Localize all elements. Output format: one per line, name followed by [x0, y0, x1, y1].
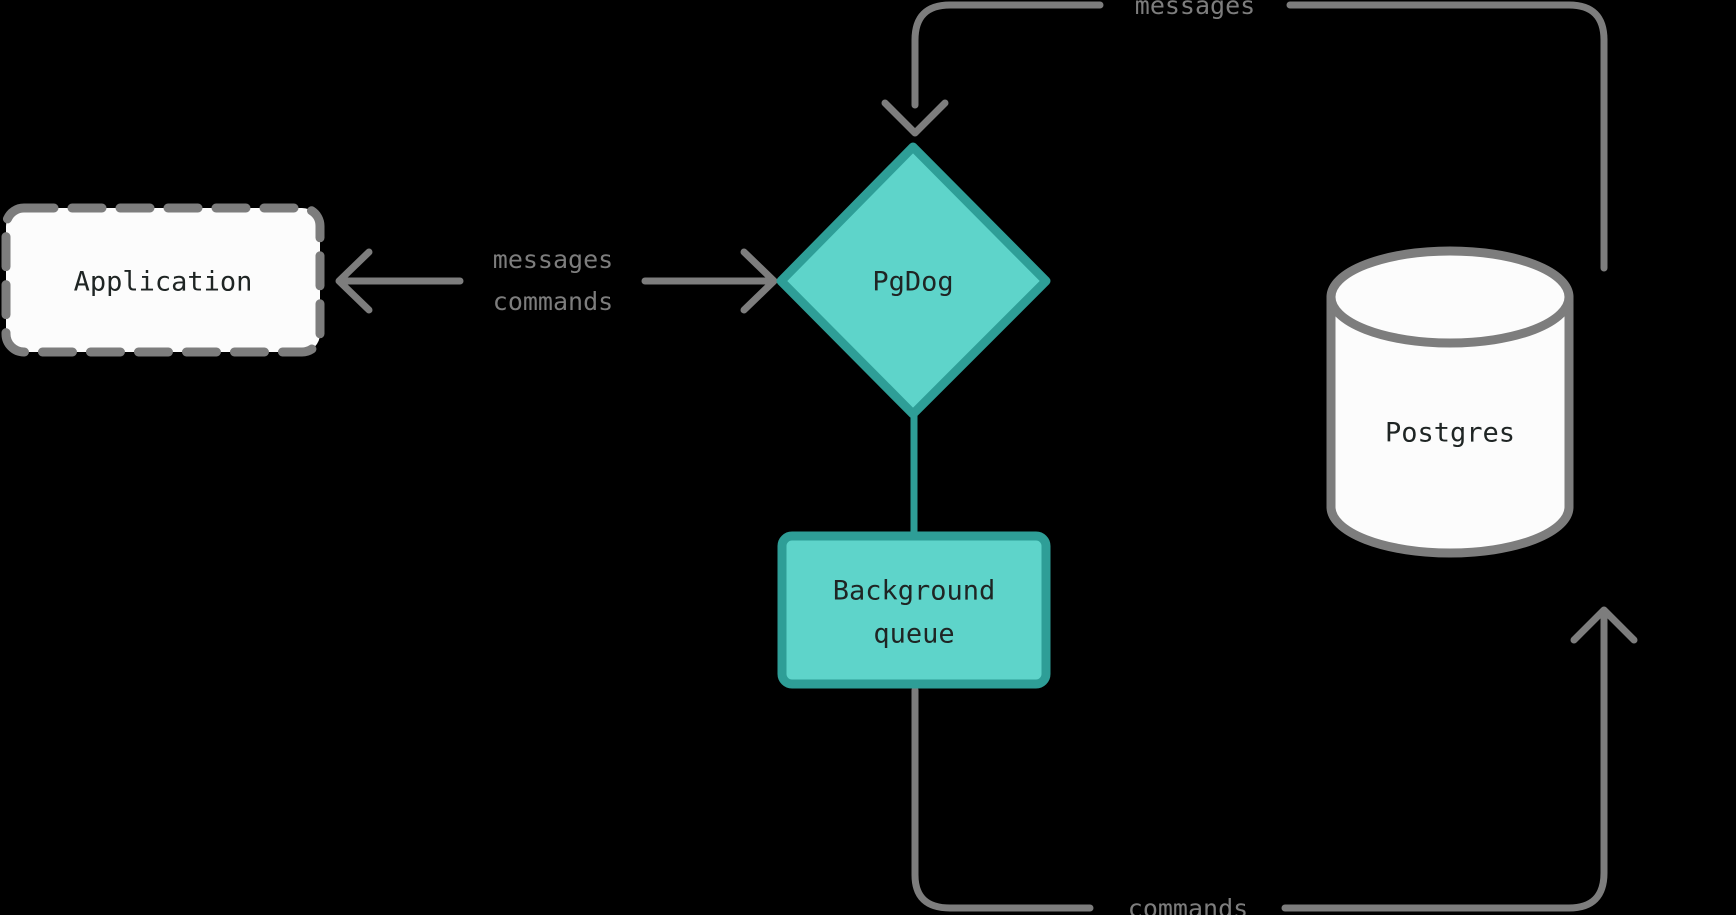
background-queue-label-line2: queue — [873, 619, 954, 650]
edge-segment-bottom-right-corner — [1281, 608, 1608, 912]
postgres-cylinder-body[interactable] — [1326, 292, 1574, 558]
edge-label-commands-bottom: commands — [1128, 894, 1248, 915]
edge-label-commands-middle: commands — [493, 287, 613, 316]
edge-segment-top-right-corner — [1286, 1, 1608, 44]
arrowhead-up-to-postgres — [1570, 606, 1638, 644]
arrowhead-down-to-pgdog — [881, 99, 949, 137]
edge-label-messages-top: messages — [1135, 0, 1255, 20]
node-background-queue[interactable]: Background queue — [777, 531, 1051, 689]
edge-queue-to-postgres: commands — [911, 606, 1638, 915]
node-postgres[interactable]: Postgres — [1326, 246, 1574, 558]
pgdog-diamond[interactable] — [776, 142, 1051, 419]
postgres-cylinder-top — [1326, 246, 1574, 348]
background-queue-label-line1: Background — [833, 576, 996, 607]
edge-label-messages-middle: messages — [493, 245, 613, 274]
background-queue-box[interactable] — [777, 531, 1051, 689]
node-application[interactable]: Application — [1, 203, 325, 357]
application-label: Application — [74, 267, 253, 298]
edge-segment-bottom-left-corner — [911, 686, 1094, 912]
application-box[interactable] — [1, 203, 325, 357]
node-pgdog[interactable]: PgDog — [776, 142, 1051, 419]
arrowhead-right-to-pgdog — [740, 248, 778, 314]
arrowhead-left-to-application — [335, 248, 373, 314]
pgdog-label: PgDog — [872, 267, 953, 298]
edge-postgres-to-pgdog: messages — [881, 0, 1608, 272]
postgres-label: Postgres — [1385, 418, 1515, 449]
edge-segment-top-left-corner — [911, 1, 1104, 109]
edge-application-to-pgdog: messages commands — [335, 245, 778, 316]
